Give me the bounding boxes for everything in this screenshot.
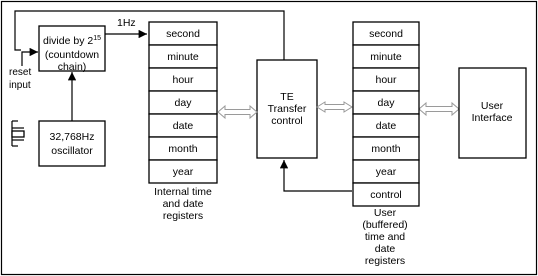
reset-input-arrow [21, 47, 38, 66]
internal-registers-caption-line2: and date [163, 198, 204, 210]
user-interface-block: User Interface [458, 67, 527, 159]
internal-register-cell-label: minute [167, 51, 199, 63]
user-register-cell-label: year [376, 166, 397, 178]
user-register-cell-label: minute [370, 51, 402, 63]
transfer-label-line1: TE [280, 91, 293, 103]
transfer-control-block: TE Transfer control [256, 59, 318, 159]
transfer-label-line3: control [271, 115, 303, 127]
user-registers-caption-line2: (buffered) [362, 219, 407, 231]
user-register-cell-label: second [369, 28, 403, 40]
reset-label-line2: input [9, 80, 31, 91]
user-register-cell-label: date [376, 120, 397, 132]
internal-registers: second minute hour day date month year [148, 21, 218, 184]
user-registers-caption-line1: User [374, 207, 397, 219]
user-register-cell-label: month [371, 143, 400, 155]
divider-label-line3: chain) [58, 61, 87, 73]
crystal-icon [11, 120, 25, 147]
reset-label-line1: reset [9, 67, 31, 78]
internal-register-cell-label: hour [172, 74, 194, 86]
oscillator-block: 32,768Hz oscillator [38, 120, 106, 167]
transfer-feedback-line [14, 10, 285, 60]
internal-registers-caption-line1: Internal time [154, 186, 212, 198]
internal-registers-caption-line3: registers [163, 210, 203, 222]
internal-register-cell-label: day [175, 97, 193, 109]
internal-transfer-double-arrow [217, 104, 258, 120]
user-registers-caption-line5: registers [365, 255, 405, 267]
internal-register-cell-label: second [166, 28, 200, 40]
divider-label-line1: divide by 215 [43, 35, 101, 47]
user-register-cell-label: day [378, 97, 396, 109]
oscillator-label-line2: oscillator [51, 145, 93, 157]
user-register-cell-label: control [370, 189, 402, 201]
oscillator-label-line1: 32,768Hz [50, 131, 95, 143]
divider-label-line2: (countdown [45, 49, 99, 61]
user-register-cell [352, 182, 420, 207]
transfer-user-double-arrow [316, 101, 353, 113]
user-registers-caption-line3: time and [365, 231, 405, 243]
ui-label-line2: Interface [472, 112, 513, 124]
internal-register-cell-label: year [173, 166, 194, 178]
control-to-transfer-arrow [279, 160, 352, 192]
user-registers: second minute hour day date month year control [352, 21, 420, 207]
internal-register-cell-label: date [173, 120, 194, 132]
internal-register-cell-label: month [168, 143, 197, 155]
transfer-label-line2: Transfer [268, 103, 307, 115]
divider-block: divide by 215 (countdown chain) [38, 25, 106, 73]
internal-register-cell [148, 159, 218, 184]
user-registers-caption-line4: date [375, 243, 396, 255]
user-register-cell-label: hour [375, 74, 397, 86]
clock-label: 1Hz [117, 17, 136, 29]
ui-label-line1: User [481, 100, 504, 112]
